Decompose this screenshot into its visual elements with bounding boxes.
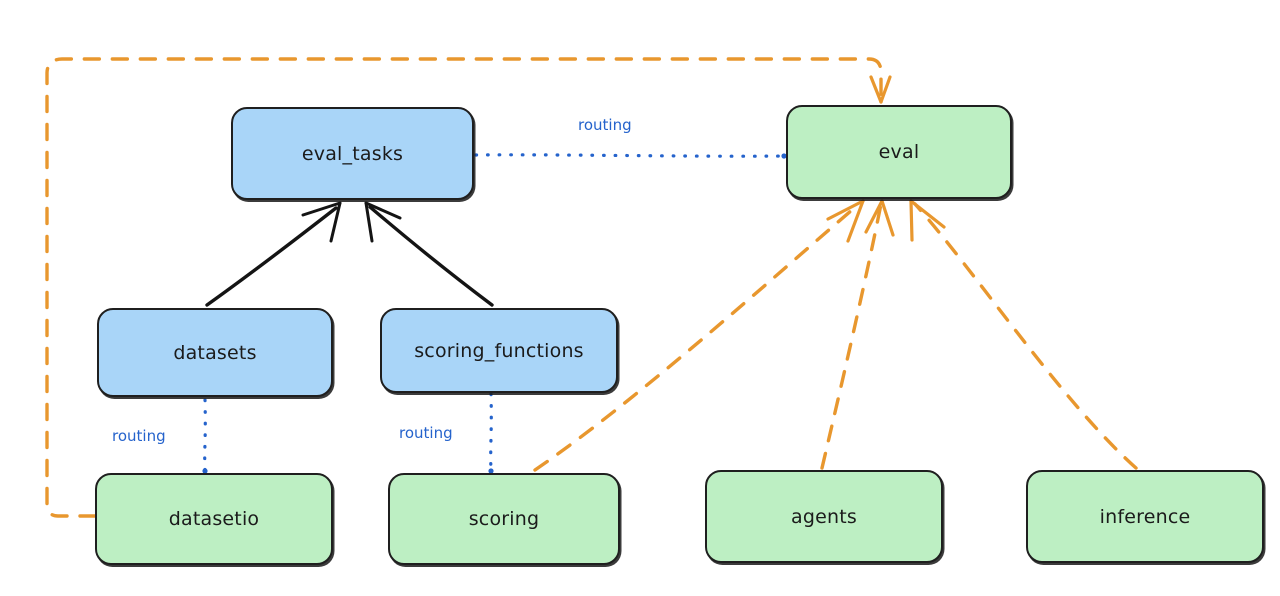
node-inference[interactable]: inference [1026,470,1264,563]
edge-datasets-eval_tasks [205,201,342,307]
node-label-scoring: scoring [468,508,540,530]
node-datasets[interactable]: datasets [97,308,333,397]
edge-label-routing-datasets-datasetio: routing [112,427,166,445]
node-label-eval: eval [878,141,920,163]
node-scoring-functions[interactable]: scoring_functions [380,308,618,393]
edge-datasets-datasetio [202,398,208,474]
node-eval[interactable]: eval [786,105,1012,199]
edge-agents-eval [820,199,895,470]
node-datasetio[interactable]: datasetio [95,473,333,565]
edge-datasetio-eval [45,57,892,518]
edge-inference-eval [909,199,1138,470]
node-label-datasetio: datasetio [168,508,260,530]
edge-scoring_functions-eval_tasks [364,201,494,307]
node-eval-tasks[interactable]: eval_tasks [231,107,474,200]
node-agents[interactable]: agents [705,470,943,563]
edge-eval_tasks-eval [474,153,787,159]
node-label-agents: agents [791,505,857,528]
node-label-eval-tasks: eval_tasks [301,142,404,165]
node-label-inference: inference [1099,505,1191,528]
edge-label-routing-scoring_functions-scoring: routing [399,424,453,442]
node-scoring[interactable]: scoring [388,473,620,565]
edge-scoring-eval [533,199,865,472]
edge-scoring_functions-scoring [488,392,494,474]
edge-label-routing-eval_tasks-eval: routing [578,116,632,134]
node-label-scoring-functions: scoring_functions [414,339,584,362]
node-label-datasets: datasets [173,341,257,364]
